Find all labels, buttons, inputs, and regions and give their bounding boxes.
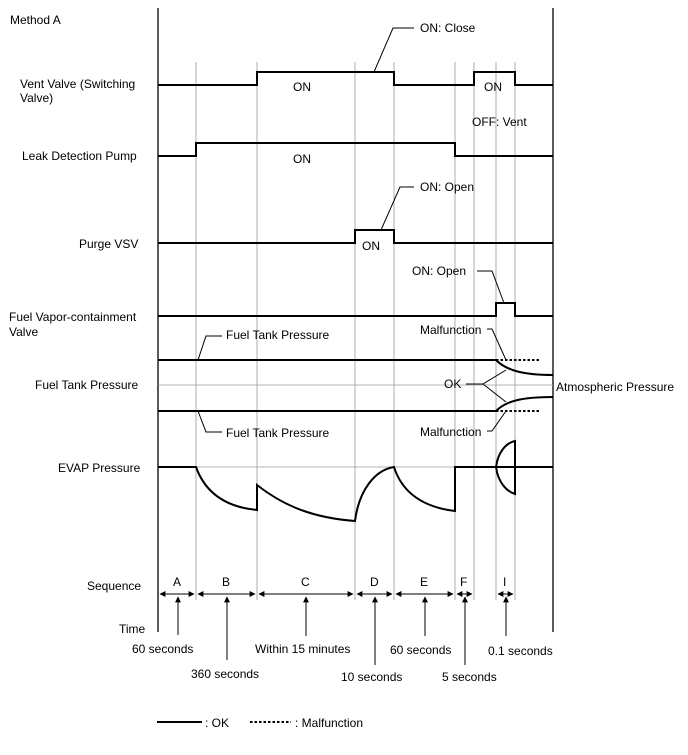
fuel-vapor-valve-label-line1: Fuel Vapor-containment <box>9 310 137 324</box>
diagram-title: Method A <box>10 13 61 27</box>
duration-d: 10 seconds <box>341 670 402 684</box>
fuel-vapor-valve-callout-on: ON: Open <box>412 264 466 278</box>
vent-valve-label-line1: Vent Valve (Switching <box>20 77 135 91</box>
atmospheric-pressure-label: Atmospheric Pressure <box>556 380 674 394</box>
duration-i: 0.1 seconds <box>488 644 553 658</box>
evap-pressure-i-arc-lower <box>495 466 516 496</box>
fuel-tank-pressure-upper-ok-curve <box>495 359 554 376</box>
duration-pointers <box>175 596 509 665</box>
purge-vsv-on-label: ON <box>362 239 380 253</box>
vent-valve-callout-on-leader <box>373 27 414 73</box>
duration-c: Within 15 minutes <box>255 642 350 656</box>
sequence-step-d: D <box>370 575 379 589</box>
duration-f: 5 seconds <box>442 670 497 684</box>
purge-vsv-callout-on: ON: Open <box>420 180 474 194</box>
purge-vsv-signal <box>158 229 553 244</box>
evap-pressure-trace <box>158 465 553 523</box>
leak-detection-pump-signal <box>158 142 553 157</box>
fuel-tank-pressure-label: Fuel Tank Pressure <box>35 378 138 392</box>
sequence-step-b: B <box>222 575 230 589</box>
ok-leader-upper <box>466 369 507 385</box>
leak-detection-pump-label: Leak Detection Pump <box>22 149 137 163</box>
ok-leader-lower <box>482 383 507 403</box>
sequence-step-e: E <box>420 575 428 589</box>
vent-valve-on-label-1: ON <box>293 80 311 94</box>
fuel-vapor-valve-signal <box>158 302 553 317</box>
duration-a: 60 seconds <box>132 642 193 656</box>
upper-trace-label-leader <box>197 335 222 361</box>
legend-malfunction-label: : Malfunction <box>295 716 363 730</box>
evap-pressure-i-arc-upper <box>495 439 516 468</box>
malfunction-lower-leader <box>487 410 507 432</box>
malfunction-upper-leader <box>487 328 507 361</box>
time-label: Time <box>119 622 146 636</box>
vent-valve-callout-on: ON: Close <box>420 21 476 35</box>
duration-e: 60 seconds <box>390 643 451 657</box>
malfunction-upper-label: Malfunction <box>420 323 481 337</box>
vent-valve-on-label-2: ON <box>484 80 502 94</box>
duration-b: 360 seconds <box>191 667 259 681</box>
purge-vsv-label: Purge VSV <box>79 237 138 251</box>
fuel-tank-pressure-lower-trace-label: Fuel Tank Pressure <box>226 426 329 440</box>
sequence-step-c: C <box>301 575 310 589</box>
fuel-vapor-valve-callout-leader <box>477 270 505 304</box>
vent-valve-signal <box>158 71 553 86</box>
fuel-tank-pressure-lower-ok-curve <box>495 396 554 412</box>
purge-vsv-callout-leader <box>380 186 414 231</box>
sequence-step-f: F <box>460 575 467 589</box>
vent-valve-callout-off: OFF: Vent <box>472 115 527 129</box>
malfunction-lower-label: Malfunction <box>420 425 481 439</box>
fuel-vapor-valve-label-line2: Valve <box>9 325 38 339</box>
fuel-tank-pressure-upper-trace-label: Fuel Tank Pressure <box>226 328 329 342</box>
sequence-step-a: A <box>173 575 181 589</box>
ok-label: OK <box>444 377 461 391</box>
sequence-label: Sequence <box>87 579 141 593</box>
vent-valve-label-line2: Valve) <box>20 91 53 105</box>
leak-detection-pump-on-label: ON <box>293 152 311 166</box>
sequence-step-i: I <box>503 575 506 589</box>
lower-trace-label-leader <box>197 410 222 433</box>
evap-pressure-label: EVAP Pressure <box>58 461 141 475</box>
legend-ok-label: : OK <box>205 716 229 730</box>
